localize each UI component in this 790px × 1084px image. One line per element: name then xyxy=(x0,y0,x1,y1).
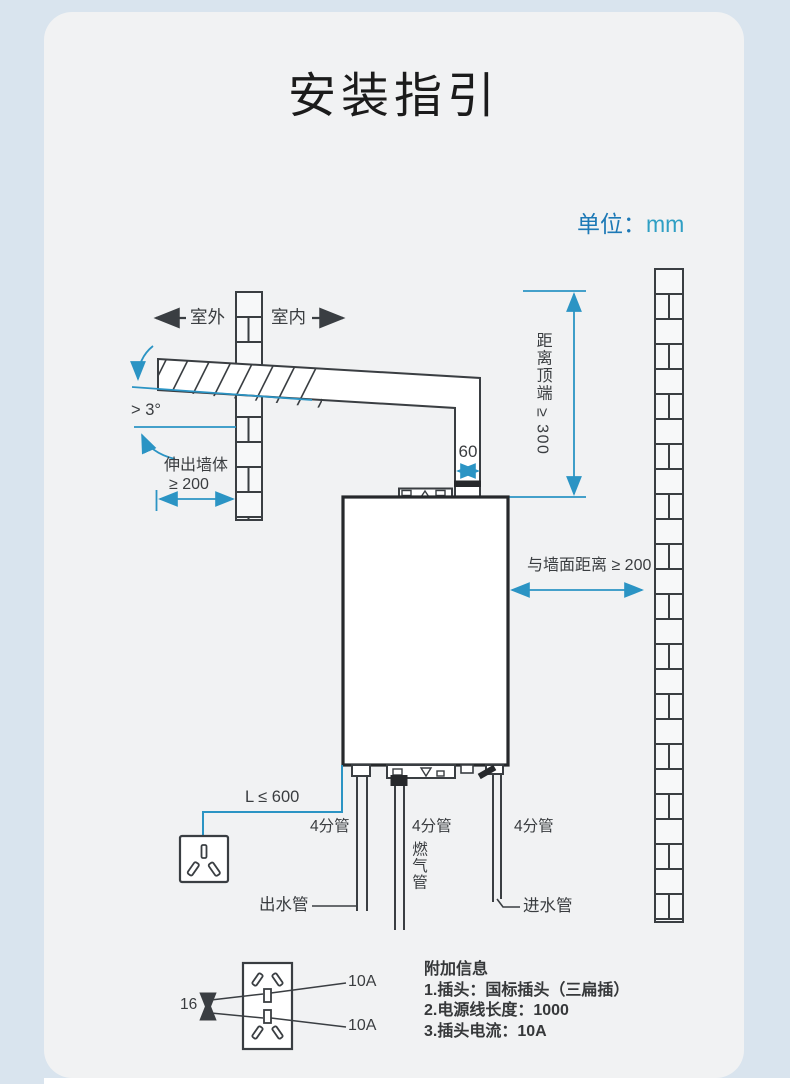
slope-angle-label: > 3° xyxy=(131,401,161,419)
pipe-spec-gas-label: 4分管 xyxy=(412,818,452,835)
outlet-pipe-label: 出水管 xyxy=(259,896,309,914)
additional-info-item: 3.插头电流：10A xyxy=(424,1022,547,1040)
gas-valve-handle xyxy=(477,764,497,780)
pipe-spec-outlet-label: 4分管 xyxy=(310,818,350,835)
pin-bottom xyxy=(263,1009,272,1024)
earth-slot xyxy=(200,844,208,859)
unit-value: mm xyxy=(646,211,685,237)
pipes xyxy=(312,774,520,930)
next-section-edge xyxy=(44,1078,790,1084)
gas-pipe-collar xyxy=(390,775,408,786)
plug-pin-diagram xyxy=(199,961,347,1051)
top-clearance-label: 距离顶端 ≥ 300 xyxy=(533,332,551,456)
unit-note: 单位：mm xyxy=(577,205,684,239)
wall-extension-label-line2: ≥ 200 xyxy=(169,476,209,493)
page-title: 安装指引 xyxy=(287,70,500,123)
additional-info: 附加信息 1.插头：国标插头（三扁插） 2.电源线长度：1000 3.插头电流：… xyxy=(424,960,629,1042)
wall-extension-dimension xyxy=(155,490,235,511)
top-clearance-dimension xyxy=(509,290,586,498)
pin-spacing-label: 16 xyxy=(180,996,198,1013)
current-top-label: 10A xyxy=(348,973,377,990)
outdoor-label: 室外 xyxy=(190,307,225,327)
current-bottom-label: 10A xyxy=(348,1017,377,1034)
right-wall-section xyxy=(654,268,684,923)
additional-info-heading: 附加信息 xyxy=(424,961,489,978)
power-cord xyxy=(202,765,343,835)
inlet-pipe-label: 进水管 xyxy=(523,897,573,915)
pipe-spec-inlet-label: 4分管 xyxy=(514,818,554,835)
wall-extension-label-line1: 伸出墙体 xyxy=(164,457,229,474)
pin-top xyxy=(263,988,272,1003)
neutral-slot xyxy=(207,861,221,877)
unit-prefix: 单位： xyxy=(577,211,646,237)
wall-distance-label: 与墙面距离 ≥ 200 xyxy=(527,557,652,574)
left-wall-section xyxy=(235,291,263,521)
live-slot xyxy=(186,861,200,877)
flue-width-label: 60 xyxy=(458,442,478,461)
additional-info-item: 2.电源线长度：1000 xyxy=(424,1002,569,1019)
power-socket xyxy=(178,834,230,884)
flue-collar xyxy=(454,480,481,487)
indoor-label: 室内 xyxy=(271,307,306,327)
slope-annotation xyxy=(130,345,313,460)
cord-length-label: L ≤ 600 xyxy=(245,788,300,806)
water-heater-unit xyxy=(341,487,510,786)
gas-pipe-label: 燃气管 xyxy=(410,841,428,891)
additional-info-item: 1.插头：国标插头（三扁插） xyxy=(424,981,630,999)
